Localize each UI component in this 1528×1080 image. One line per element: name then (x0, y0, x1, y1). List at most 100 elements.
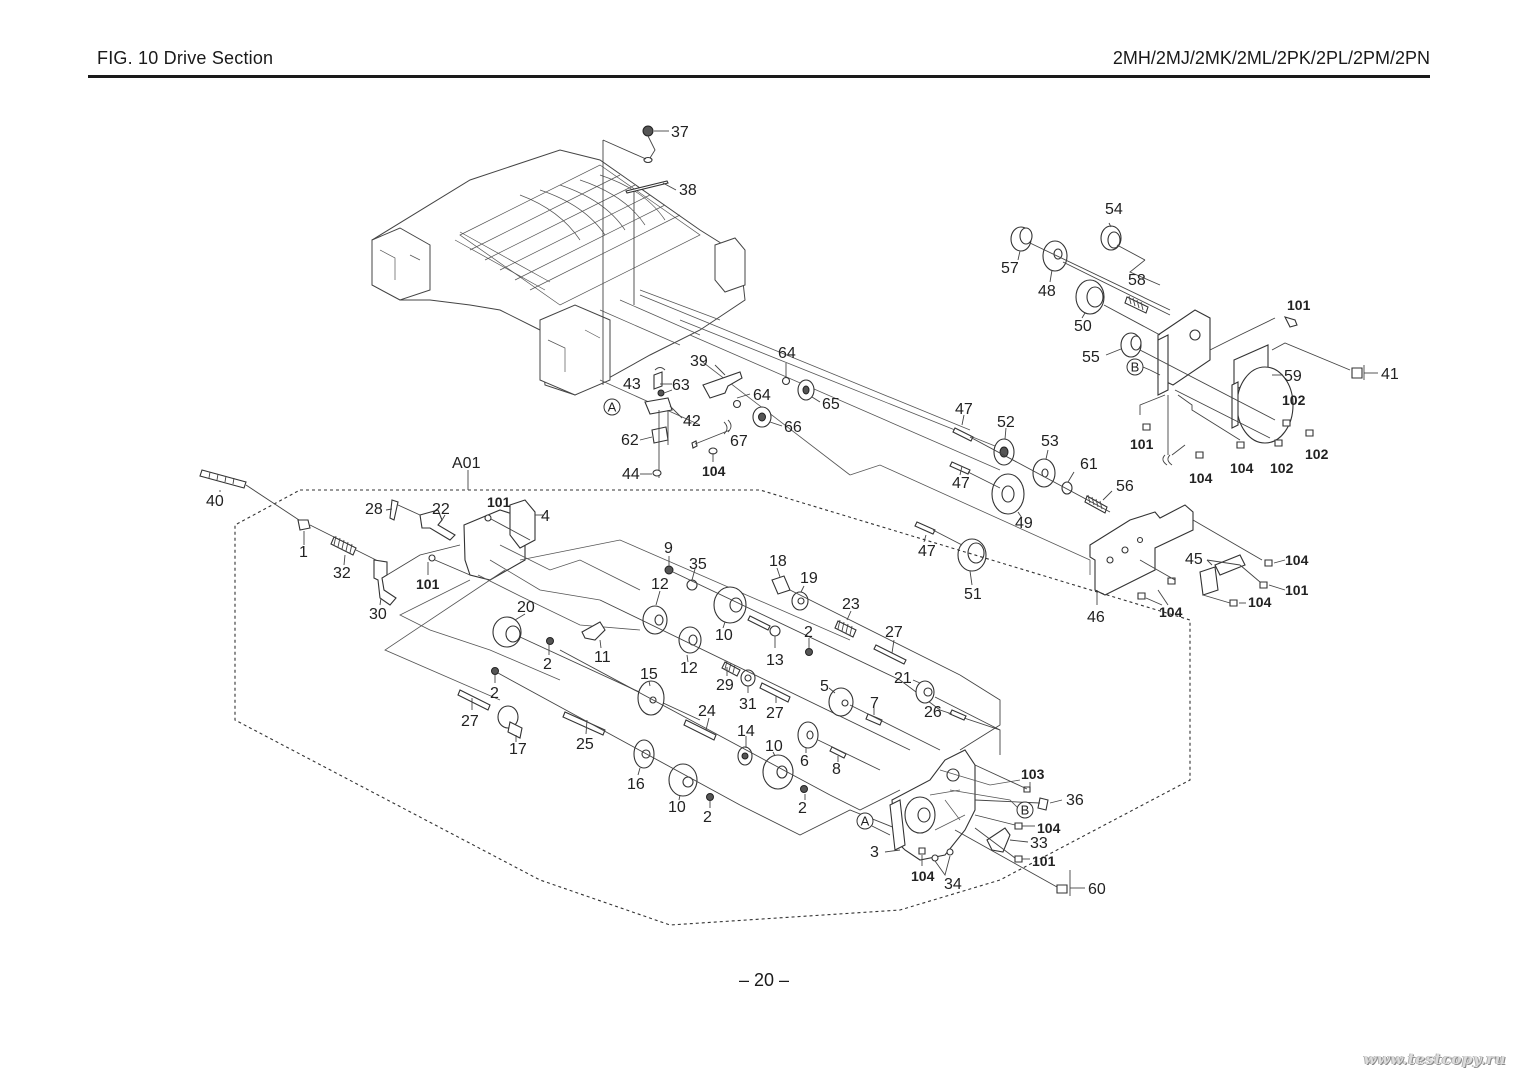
callout-60: 60 (1088, 881, 1106, 898)
callout-16: 16 (627, 776, 645, 793)
callout-54: 54 (1105, 201, 1123, 218)
callout-42: 42 (683, 413, 701, 430)
svg-text:A: A (861, 814, 870, 829)
assembly-label-a01: A01 (452, 455, 481, 472)
callout-24: 24 (698, 703, 716, 720)
assembly-axes (599, 294, 1091, 575)
callout-102: 102 (1282, 392, 1306, 408)
callout-57: 57 (1001, 260, 1019, 277)
callout-34: 34 (944, 876, 962, 893)
header-rule (88, 75, 1430, 78)
callout-41: 41 (1381, 366, 1399, 383)
center-gear-train (457, 556, 1001, 836)
callout-101: 101 (1032, 853, 1056, 869)
callout-49: 49 (1015, 515, 1033, 532)
callout-9: 9 (664, 540, 673, 557)
callout-36: 36 (1066, 792, 1084, 809)
svg-text:A: A (608, 400, 617, 415)
callout-20: 20 (517, 599, 535, 616)
callout-45: 45 (1185, 551, 1203, 568)
callout-12: 12 (651, 576, 669, 593)
callout-47: 47 (918, 543, 936, 560)
callout-10: 10 (765, 738, 783, 755)
callout-8: 8 (832, 761, 841, 778)
ref-mark-b-upper: B (1126, 358, 1144, 376)
callout-2: 2 (798, 800, 807, 817)
callout-13: 13 (766, 652, 784, 669)
callout-63: 63 (672, 377, 690, 394)
callout-103: 103 (1021, 766, 1045, 782)
callout-2: 2 (703, 809, 712, 826)
callout-31: 31 (739, 696, 757, 713)
callout-2: 2 (543, 656, 552, 673)
callout-25: 25 (576, 736, 594, 753)
callout-66: 66 (784, 419, 802, 436)
callout-29: 29 (716, 677, 734, 694)
callout-14: 14 (737, 723, 755, 740)
part-38-bar (625, 180, 677, 194)
callout-10: 10 (715, 627, 733, 644)
callout-39: 39 (690, 353, 708, 370)
callout-104: 104 (1230, 460, 1254, 476)
callout-58: 58 (1128, 272, 1146, 289)
callout-104: 104 (702, 463, 726, 479)
ref-mark-a-upper: A (603, 398, 621, 416)
part-37-spring (602, 125, 669, 164)
callout-101: 101 (487, 494, 511, 510)
gear-train-right (914, 414, 1286, 607)
callout-44: 44 (622, 466, 640, 483)
callout-3: 3 (870, 844, 879, 861)
callout-2: 2 (490, 685, 499, 702)
callout-30: 30 (369, 606, 387, 623)
callout-labels: 37 38 39 43 63 42 62 44 104 67 64 64 65 … (206, 124, 1399, 898)
callout-11: 11 (594, 649, 611, 666)
callout-5: 5 (820, 678, 829, 695)
callout-35: 35 (689, 556, 707, 573)
gearbox-unit (871, 749, 1085, 896)
callout-52: 52 (997, 414, 1015, 431)
svg-text:B: B (1021, 803, 1030, 818)
callout-17: 17 (509, 741, 527, 758)
callout-2: 2 (804, 624, 813, 641)
callout-27: 27 (885, 624, 903, 641)
callout-10: 10 (668, 799, 686, 816)
callout-33: 33 (1030, 835, 1048, 852)
callout-104: 104 (1037, 820, 1061, 836)
callout-19: 19 (800, 570, 818, 587)
page-number: – 20 – (738, 970, 790, 990)
callout-50: 50 (1074, 318, 1092, 335)
figure-title: FIG. 10 Drive Section (97, 48, 274, 68)
callout-104: 104 (1159, 604, 1183, 620)
callout-67: 67 (730, 433, 748, 450)
callout-40: 40 (206, 493, 224, 510)
callout-48: 48 (1038, 283, 1056, 300)
callout-38: 38 (679, 182, 697, 199)
svg-text:B: B (1131, 360, 1140, 375)
callout-101: 101 (416, 576, 440, 592)
callout-62: 62 (621, 432, 639, 449)
callout-32: 32 (333, 565, 351, 582)
callout-47: 47 (952, 475, 970, 492)
callout-101: 101 (1287, 297, 1311, 313)
callout-46: 46 (1087, 609, 1105, 626)
callout-12: 12 (680, 660, 698, 677)
callout-21: 21 (894, 670, 912, 687)
assembly-a01-outline (234, 470, 1191, 926)
callout-47: 47 (955, 401, 973, 418)
callout-59: 59 (1284, 368, 1302, 385)
callout-65: 65 (822, 396, 840, 413)
sensor-bracket-group (639, 363, 821, 478)
left-shaft-group (199, 469, 851, 701)
callout-104: 104 (1285, 552, 1309, 568)
motor-assembly (1010, 222, 1378, 466)
callout-55: 55 (1082, 349, 1100, 366)
callout-6: 6 (800, 753, 809, 770)
main-frame-assembly (371, 140, 746, 396)
callout-64: 64 (778, 345, 796, 362)
callout-22: 22 (432, 501, 450, 518)
callout-102: 102 (1305, 446, 1329, 462)
callout-101: 101 (1285, 582, 1309, 598)
callout-61: 61 (1080, 456, 1098, 473)
callout-37: 37 (671, 124, 689, 141)
callout-1: 1 (299, 544, 308, 561)
